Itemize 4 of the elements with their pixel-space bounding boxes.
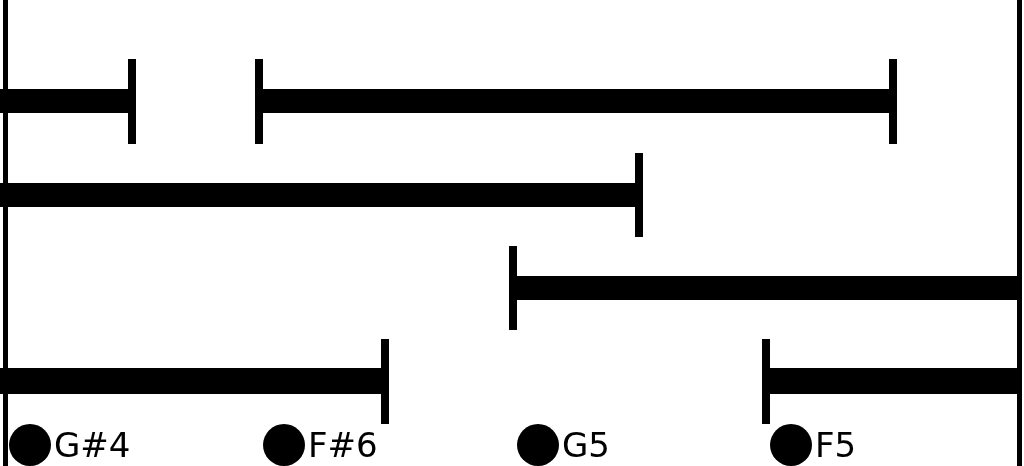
note-label: F#6 — [308, 428, 378, 462]
note-label: F5 — [815, 428, 857, 462]
note-label: G5 — [562, 428, 610, 462]
note-label: G#4 — [54, 428, 131, 462]
